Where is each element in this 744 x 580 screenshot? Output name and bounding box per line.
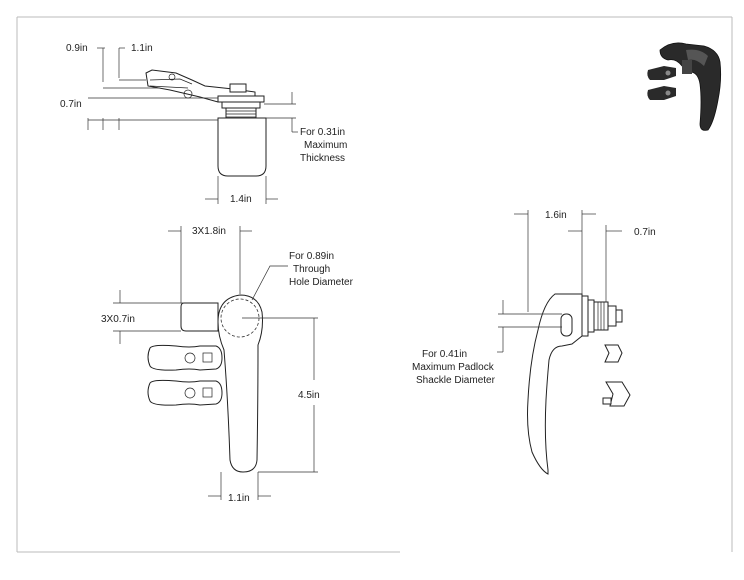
thickness-note-line1: For 0.31in — [300, 127, 345, 138]
sheet-frame — [16, 16, 733, 553]
hole-note-line2: Through — [293, 264, 330, 275]
dim-0-7in-side: 0.7in — [634, 227, 656, 238]
front-view-labels: 3X1.8in 3X0.7in For 0.89in Through Hole … — [101, 226, 354, 504]
hole-note-line1: For 0.89in — [289, 251, 334, 262]
top-view-labels: 0.9in 1.1in 0.7in For 0.31in Maximum Thi… — [60, 43, 347, 205]
side-view-labels: 1.6in 0.7in For 0.41in Maximum Padlock S… — [412, 210, 656, 386]
hole-note-line3: Hole Diameter — [289, 277, 354, 288]
shackle-note-line2: Maximum Padlock — [412, 362, 495, 373]
shackle-note-line3: Shackle Diameter — [416, 375, 496, 386]
product-thumbnail — [647, 42, 722, 131]
dim-3x1-8in: 3X1.8in — [192, 226, 226, 237]
dim-1-1in: 1.1in — [131, 43, 153, 54]
shackle-note-line1: For 0.41in — [422, 349, 467, 360]
top-view-dimensions — [87, 47, 298, 204]
dim-1-4in: 1.4in — [230, 194, 252, 205]
dim-1-6in: 1.6in — [545, 210, 567, 221]
front-view-dimensions — [113, 226, 318, 500]
thickness-note-line3: Thickness — [300, 153, 345, 164]
thickness-note-line2: Maximum — [304, 140, 347, 151]
side-view-dimensions — [497, 210, 622, 353]
dim-1-1in-front: 1.1in — [228, 493, 250, 504]
dim-4-5in: 4.5in — [298, 390, 320, 401]
dim-0-9in: 0.9in — [66, 43, 88, 54]
front-view — [147, 294, 263, 473]
dim-3x0-7in: 3X0.7in — [101, 314, 135, 325]
side-view — [527, 293, 631, 475]
dim-0-7in-top: 0.7in — [60, 99, 82, 110]
top-view — [145, 69, 267, 177]
